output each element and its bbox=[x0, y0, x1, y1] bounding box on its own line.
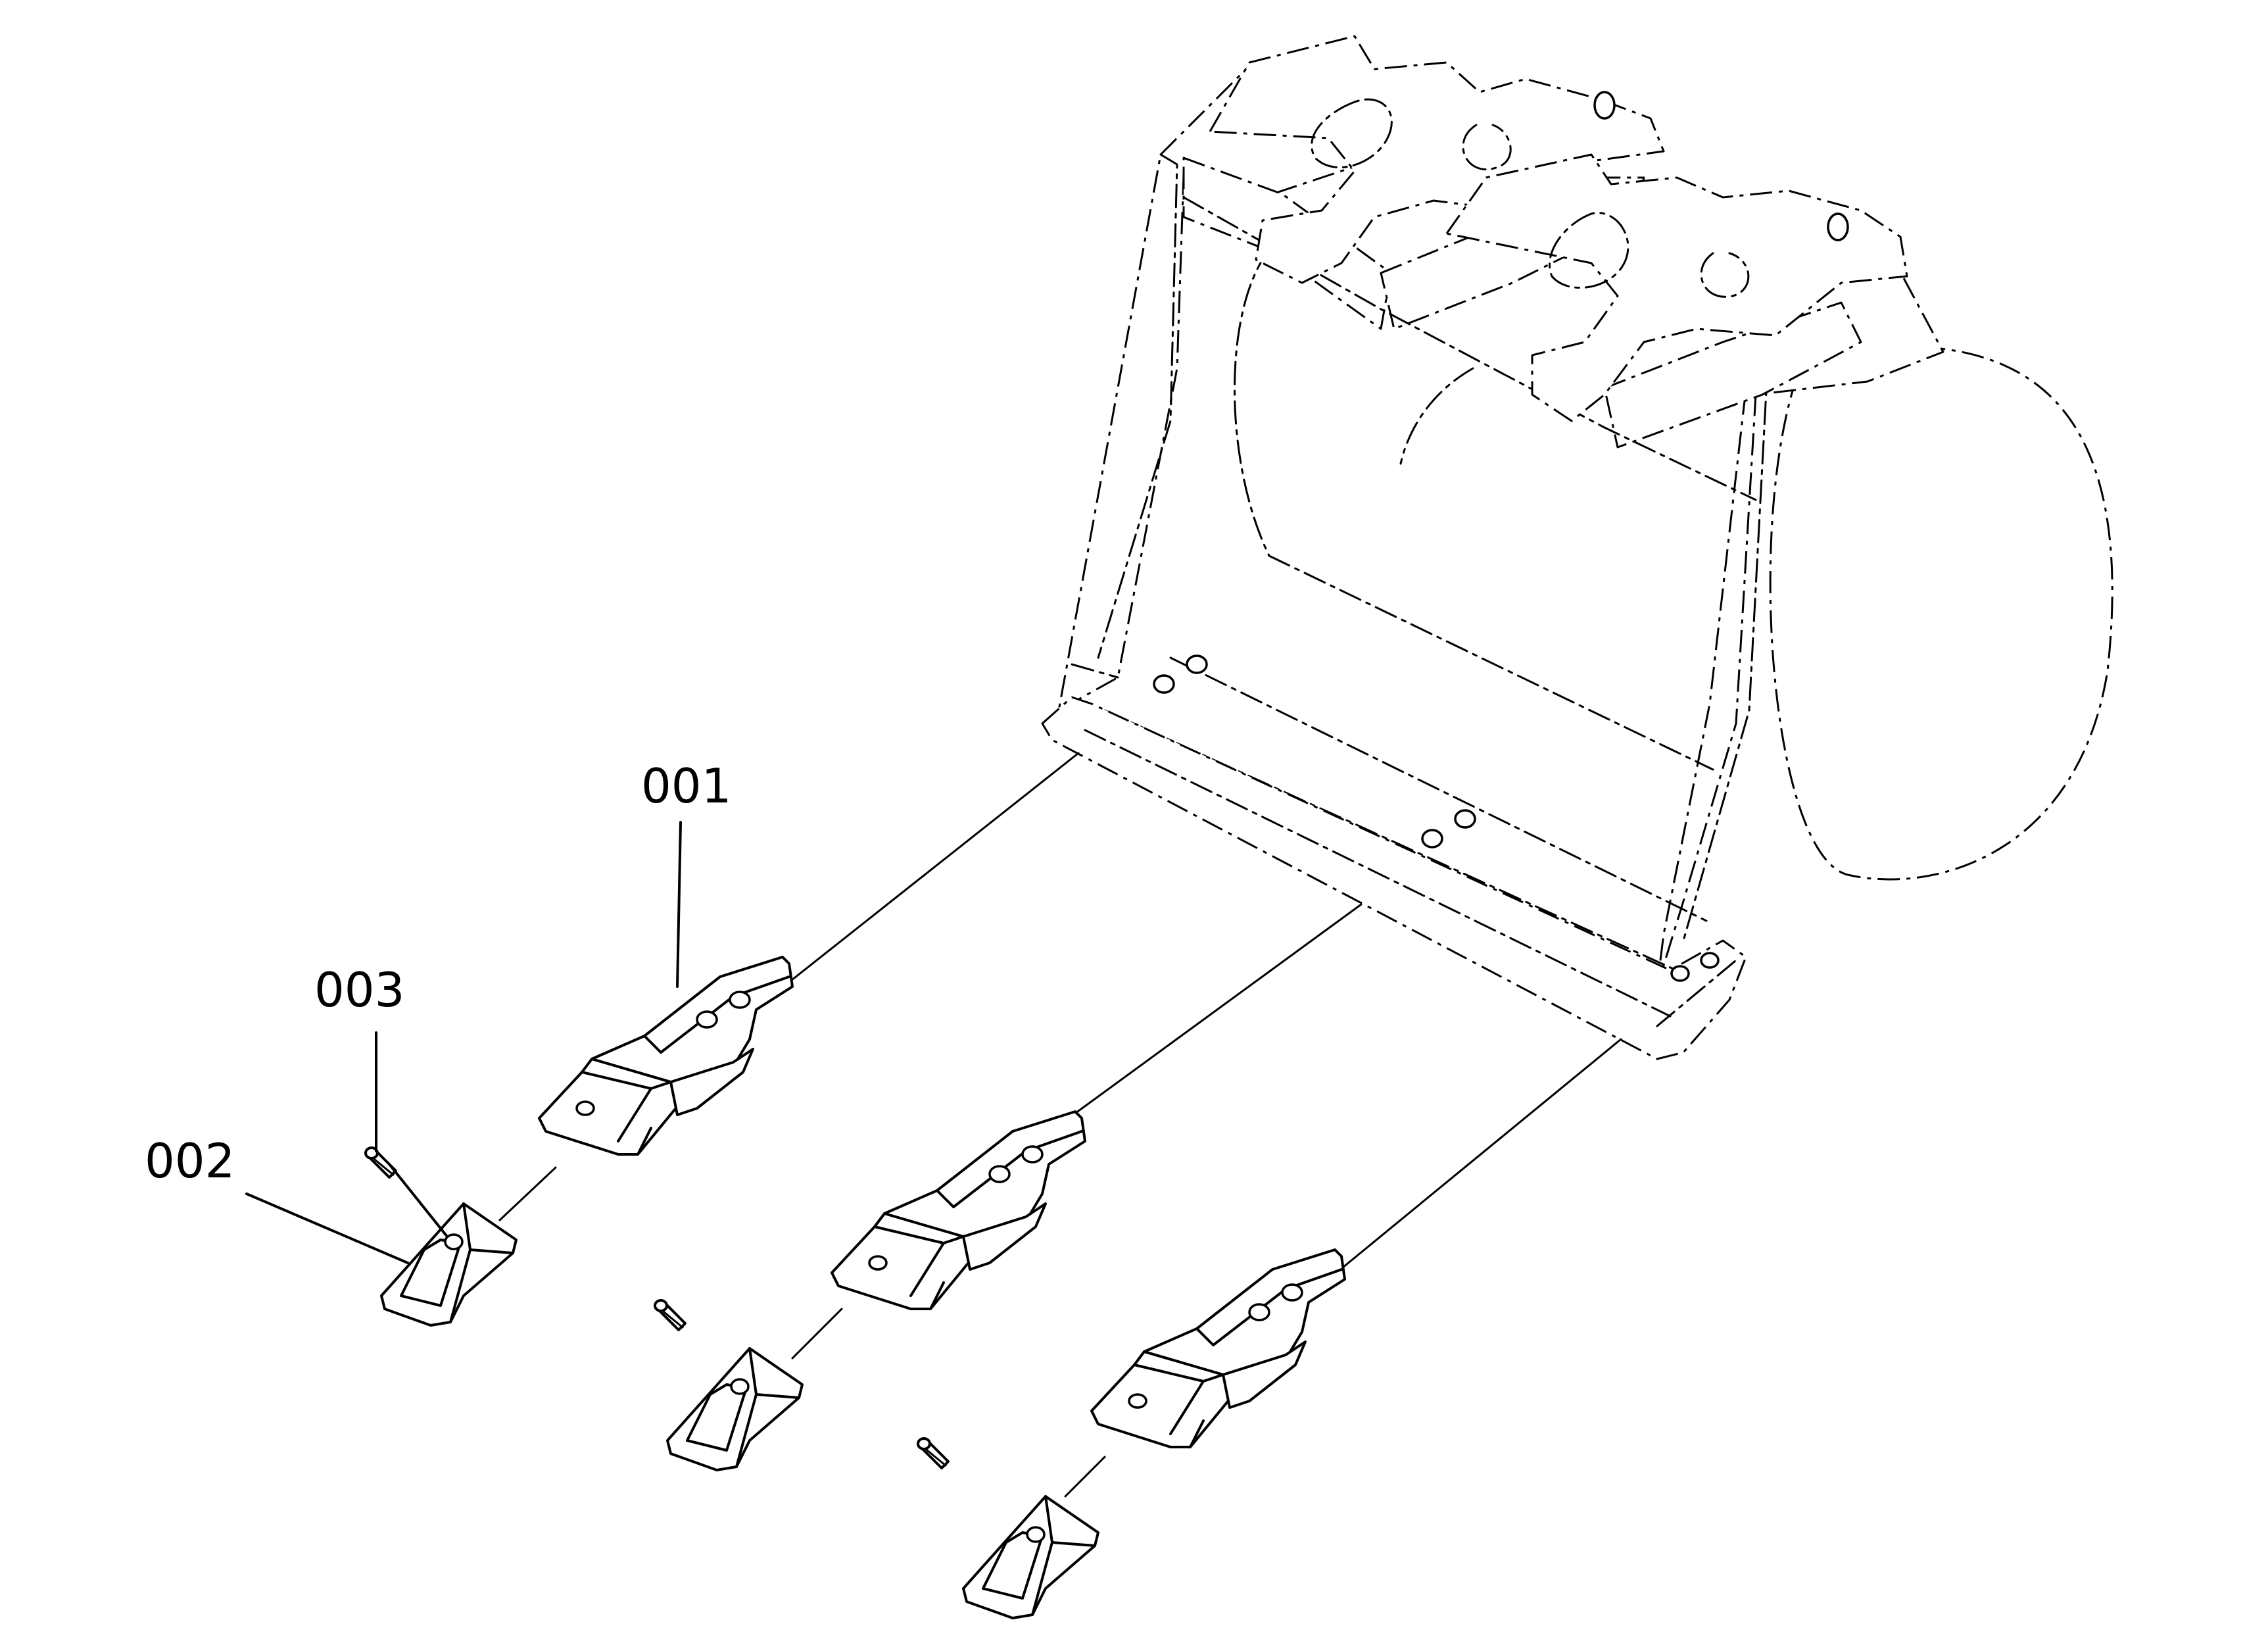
leader-003-tip bbox=[388, 1163, 448, 1238]
tooth-adapter-3 bbox=[1090, 1248, 1346, 1448]
callout-001: 001 bbox=[641, 758, 731, 814]
tooth-adapter-1 bbox=[538, 956, 794, 1156]
leader-002 bbox=[245, 1192, 409, 1264]
leader-lines bbox=[245, 821, 682, 1264]
tooth-adapter-2 bbox=[831, 1110, 1086, 1310]
alignment-lines bbox=[498, 752, 1622, 1498]
tooth-pin-2 bbox=[654, 1299, 687, 1331]
tooth-point-1 bbox=[380, 1202, 518, 1327]
tooth-point-2 bbox=[666, 1347, 804, 1471]
tooth-point-3 bbox=[962, 1495, 1099, 1619]
tooth-pin-3 bbox=[917, 1437, 950, 1469]
leader-001 bbox=[676, 821, 682, 988]
tooth-pin-1 bbox=[364, 1146, 397, 1179]
callout-002: 002 bbox=[145, 1133, 235, 1189]
callout-003: 003 bbox=[314, 962, 404, 1018]
bucket-phantom bbox=[1041, 35, 2113, 1060]
